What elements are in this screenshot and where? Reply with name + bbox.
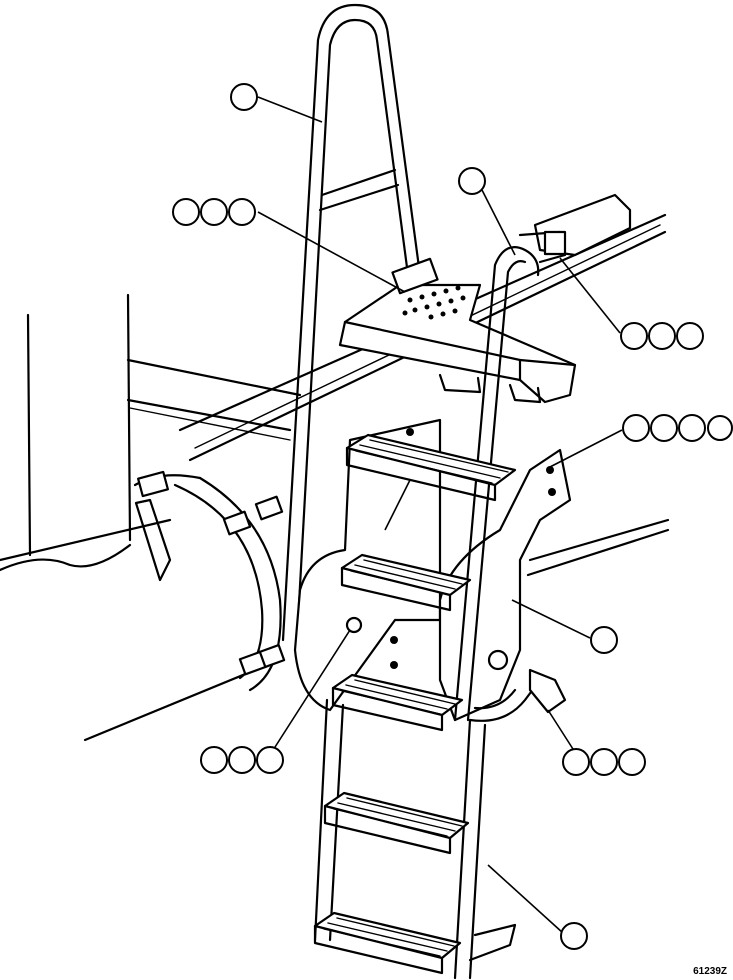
upper-platform xyxy=(338,257,577,404)
ladder-step-4 xyxy=(323,791,470,855)
callout-balloon-5 xyxy=(622,414,733,442)
lower-handrail xyxy=(453,246,567,722)
tank-cylinder xyxy=(83,470,286,742)
callout-balloon-1 xyxy=(230,83,258,111)
callout-balloon-7 xyxy=(562,748,646,776)
ladder-stringers xyxy=(313,698,517,980)
callout-leaders xyxy=(257,96,623,934)
upper-platform-perforations xyxy=(402,285,466,320)
callout-balloon-8 xyxy=(200,746,284,774)
drawing-id-label: 61239Z xyxy=(693,966,727,977)
callout-balloon-9 xyxy=(560,922,588,950)
callout-balloon-4 xyxy=(620,322,704,350)
callout-balloon-6 xyxy=(590,626,618,654)
upper-handrail xyxy=(281,3,422,642)
callout-balloon-3 xyxy=(458,167,486,195)
ladder-step-5 xyxy=(313,911,462,975)
step-tread-pattern xyxy=(323,439,509,957)
callout-balloon-2 xyxy=(172,198,256,226)
light-bracket xyxy=(518,193,632,264)
